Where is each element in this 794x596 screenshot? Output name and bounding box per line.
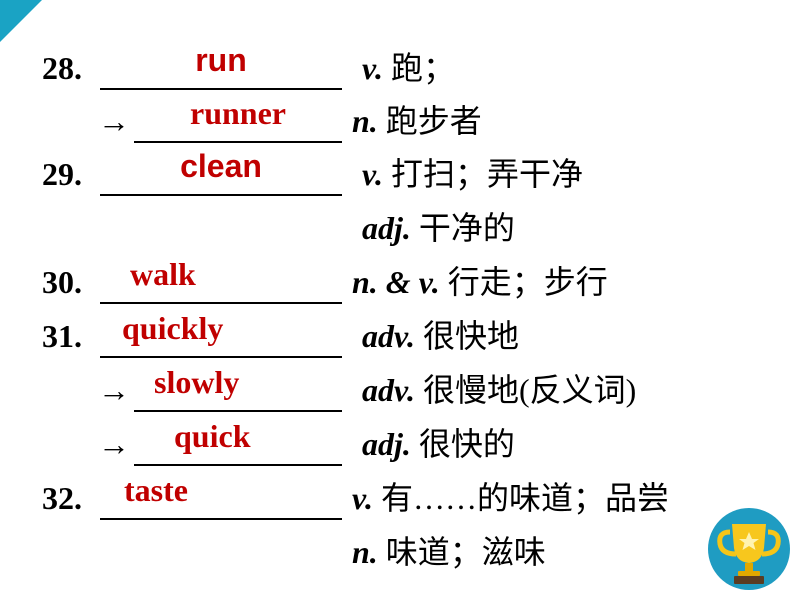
item-number: 29. — [42, 156, 82, 192]
arrow: → — [98, 426, 130, 462]
part-of-speech: n. — [352, 103, 378, 139]
answer-blank: clean — [100, 148, 342, 196]
answer-word: quick — [174, 418, 251, 454]
meaning: 跑步者 — [377, 103, 482, 139]
meaning: 很快的 — [410, 426, 515, 462]
item-number: 32. — [42, 480, 82, 516]
item-number: 28. — [42, 50, 82, 86]
item-number: 31. — [42, 318, 82, 354]
vocab-row-runner: → runner n. 跑步者 — [0, 95, 794, 153]
part-of-speech: v. — [352, 480, 374, 516]
item-number: 30. — [42, 264, 82, 300]
answer-blank: run — [100, 42, 342, 90]
vocab-row-taste-noun: n. 味道；滋味 — [0, 532, 794, 584]
definition: n. 味道；滋味 — [352, 532, 546, 572]
definition: v. 跑； — [362, 48, 455, 88]
meaning: 干净的 — [410, 210, 515, 246]
meaning: 很快地 — [415, 318, 520, 354]
trophy-graphic — [717, 524, 781, 584]
answer-blank: walk — [100, 256, 342, 304]
answer-word: walk — [130, 256, 196, 292]
definition: adj. 很快的 — [362, 424, 515, 464]
vocab-row-clean-adj: adj. 干净的 — [0, 208, 794, 260]
meaning: 味道；滋味 — [377, 534, 546, 570]
answer-word: clean — [180, 148, 262, 184]
answer-blank: taste — [100, 472, 342, 520]
answer-word: runner — [190, 95, 286, 131]
part-of-speech: v. — [362, 156, 384, 192]
vocab-row-28: 28. run v. 跑； — [0, 42, 794, 100]
part-of-speech: adj. — [362, 426, 411, 462]
answer-word: slowly — [154, 364, 240, 400]
definition: v. 有……的味道；品尝 — [352, 478, 669, 518]
part-of-speech: adj. — [362, 210, 411, 246]
definition: adv. 很慢地(反义词) — [362, 370, 636, 410]
answer-word: taste — [124, 472, 188, 508]
definition: v. 打扫；弄干净 — [362, 154, 583, 194]
vocab-row-32: 32. taste v. 有……的味道；品尝 — [0, 472, 794, 530]
definition: adv. 很快地 — [362, 316, 519, 356]
vocab-row-31: 31. quickly adv. 很快地 — [0, 310, 794, 368]
answer-blank: slowly — [134, 364, 342, 412]
vocab-row-slowly: → slowly adv. 很慢地(反义词) — [0, 364, 794, 422]
vocab-row-30: 30. walk n. & v. 行走；步行 — [0, 256, 794, 314]
meaning: 行走；步行 — [439, 264, 608, 300]
answer-blank: quick — [134, 418, 342, 466]
arrow: → — [98, 103, 130, 139]
definition: n. & v. 行走；步行 — [352, 262, 608, 302]
definition: adj. 干净的 — [362, 208, 515, 248]
vocab-row-29: 29. clean v. 打扫；弄干净 — [0, 148, 794, 206]
answer-word: quickly — [122, 310, 224, 346]
part-of-speech: adv. — [362, 372, 416, 408]
meaning: 很慢地(反义词) — [415, 372, 637, 408]
meaning: 有……的味道；品尝 — [373, 480, 670, 516]
answer-blank: quickly — [100, 310, 342, 358]
part-of-speech: adv. — [362, 318, 416, 354]
trophy-icon — [708, 508, 790, 590]
part-of-speech: n. — [352, 534, 378, 570]
answer-word: run — [195, 42, 247, 78]
answer-blank: runner — [134, 95, 342, 143]
vocab-row-quick: → quick adj. 很快的 — [0, 418, 794, 476]
meaning: 打扫；弄干净 — [383, 156, 584, 192]
arrow: → — [98, 372, 130, 408]
definition: n. 跑步者 — [352, 101, 482, 141]
corner-decoration — [0, 0, 42, 42]
part-of-speech: v. — [362, 50, 384, 86]
meaning: 跑； — [383, 50, 456, 86]
part-of-speech: n. & v. — [352, 264, 440, 300]
